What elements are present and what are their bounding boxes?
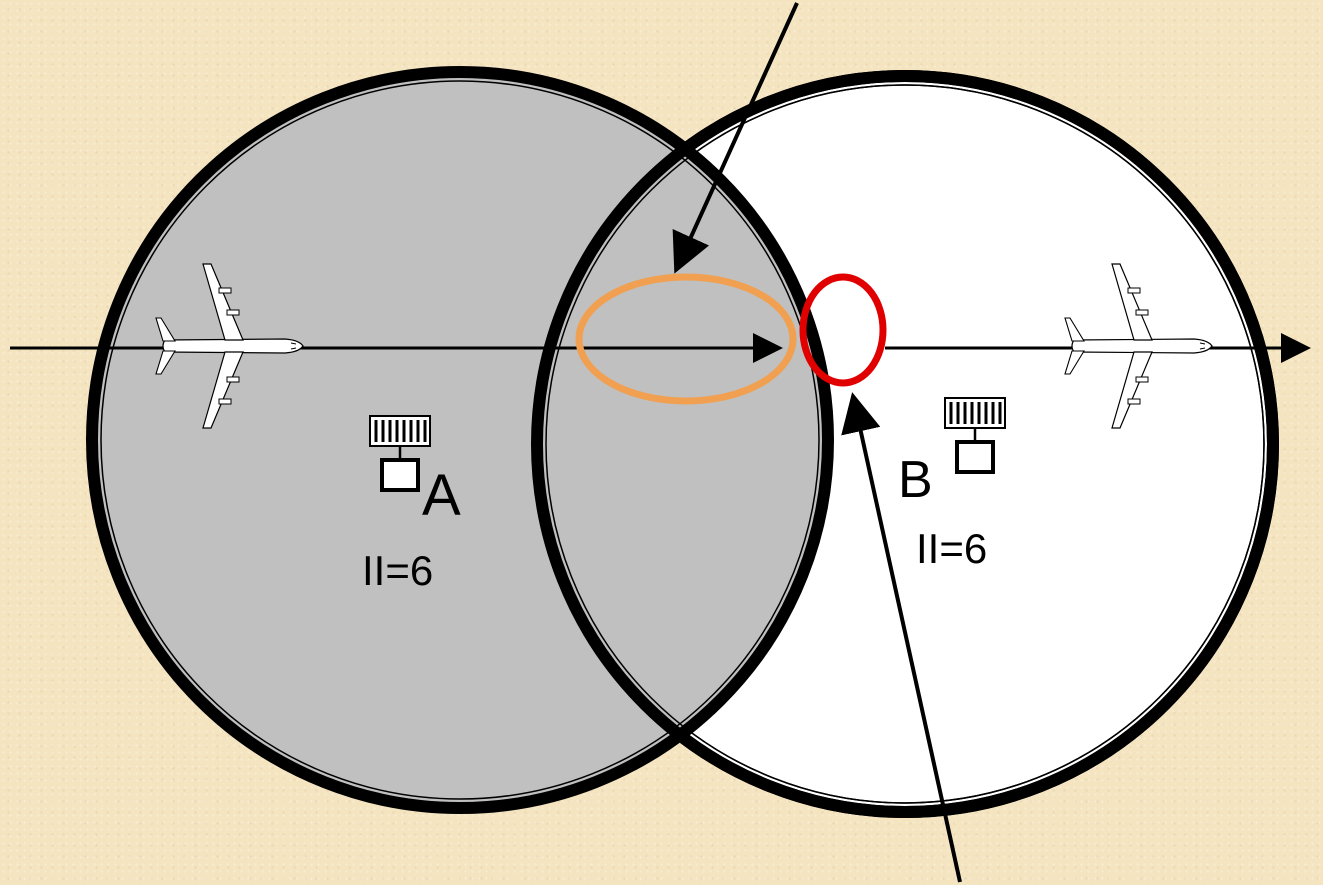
- coverage-gap-highlight: [799, 273, 887, 387]
- pointer-arrow-gap: [841, 392, 962, 883]
- station-a-name: A: [422, 463, 461, 528]
- station-b-name: B: [898, 451, 933, 509]
- station-b-interrogator: II=6: [916, 525, 987, 572]
- pointer-arrow-overlap: [672, 2, 799, 274]
- coverage-b-outline: [531, 70, 1279, 818]
- overlap-highlight: [575, 273, 797, 405]
- station-a-interrogator: II=6: [362, 547, 433, 594]
- coverage-area-a: [86, 66, 834, 814]
